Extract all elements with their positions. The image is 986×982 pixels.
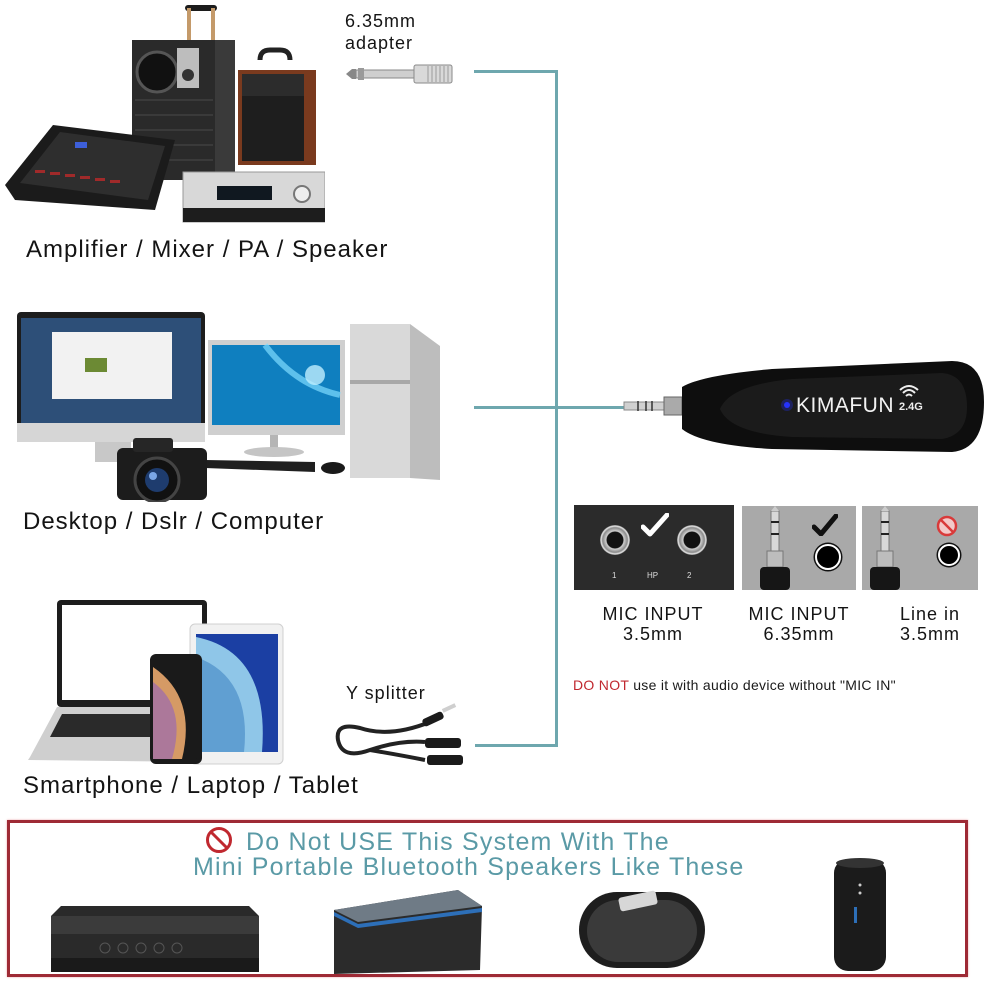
mic-in-notice: DO NOT use it with audio device without …	[573, 677, 896, 693]
compat-panel-mic-6-35mm	[742, 506, 856, 590]
source-label-computer: Desktop / Dslr / Computer	[23, 508, 325, 535]
computer-devices-illustration	[15, 310, 445, 504]
compat-size: 6.35mm	[763, 624, 835, 644]
compat-panel-mic-3-5mm: 1 HP 2	[574, 505, 734, 590]
compat-label-mic-3-5mm: MIC INPUT 3.5mm	[584, 604, 722, 644]
receiver-band-text: 2.4G	[899, 401, 923, 413]
oval-speaker-icon	[579, 890, 705, 968]
connector-bottom	[475, 744, 558, 747]
plug-icon	[760, 506, 790, 590]
compat-label-mic-6-35mm: MIC INPUT 6.35mm	[734, 604, 864, 644]
compat-size: 3.5mm	[622, 624, 683, 644]
soundbar-speaker	[45, 898, 265, 976]
notice-emphasis: DO NOT	[573, 677, 629, 693]
jack-1-icon	[600, 525, 630, 555]
compat-label-line-in: Line in 3.5mm	[880, 604, 980, 644]
jack-label-1: 1	[612, 571, 617, 580]
compat-title: Line in	[899, 604, 961, 624]
y-splitter-label: Y splitter	[346, 683, 426, 703]
jack-hole-icon	[938, 544, 960, 566]
plug-icon	[870, 506, 900, 590]
connector-middle-right	[556, 406, 624, 409]
rectangular-speaker-icon	[334, 890, 482, 974]
adapter-label: 6.35mm adapter	[345, 10, 431, 54]
jack-2-icon	[677, 525, 707, 555]
check-icon	[811, 513, 839, 537]
compat-title: MIC INPUT	[748, 604, 850, 624]
source-label-mobile: Smartphone / Laptop / Tablet	[23, 772, 359, 799]
adapter-6-35mm	[344, 62, 454, 86]
prohibited-icon	[205, 826, 233, 854]
computer-group-icon	[17, 312, 440, 504]
jack-hole-icon	[815, 544, 841, 570]
receiver-brand-text: KIMAFUN	[796, 394, 894, 417]
wireless-receiver-icon	[623, 361, 984, 452]
amplifier-group-icon	[5, 5, 326, 223]
adapter-type-text: adapter	[345, 33, 414, 53]
warning-line-2: Mini Portable Bluetooth Speakers Like Th…	[193, 853, 745, 881]
prohibited-icon	[936, 515, 958, 537]
adapter-size-text: 6.35mm	[345, 11, 417, 31]
check-icon	[640, 512, 670, 537]
y-splitter-icon	[335, 703, 463, 765]
amplifier-devices-illustration	[5, 0, 326, 225]
cylinder-speaker-icon	[834, 858, 886, 971]
oval-speaker	[575, 886, 710, 974]
notice-text: use it with audio device without "MIC IN…	[629, 677, 896, 693]
jack-adapter-icon	[346, 64, 453, 84]
soundbar-speaker-icon	[51, 906, 259, 972]
connector-top	[474, 70, 558, 73]
bluetooth-warning-banner	[7, 820, 968, 977]
compat-panel-line-in-3-5mm	[862, 506, 978, 590]
connector-middle-left	[474, 406, 558, 409]
source-label-amplifier: Amplifier / Mixer / PA / Speaker	[26, 236, 389, 263]
kimafun-receiver	[622, 357, 986, 457]
compat-title: MIC INPUT	[602, 604, 704, 624]
jack-label-hp: HP	[647, 571, 659, 580]
warning-line-1: Do Not USE This System With The	[246, 828, 670, 856]
rectangular-speaker	[330, 888, 485, 976]
cylinder-speaker	[830, 855, 890, 975]
y-splitter-cable	[330, 700, 475, 775]
compat-size: 3.5mm	[899, 624, 960, 644]
wifi-signal-icon	[898, 383, 920, 399]
jack-label-2: 2	[687, 571, 692, 580]
mobile-group-icon	[28, 600, 284, 765]
mobile-devices-illustration	[22, 597, 292, 772]
